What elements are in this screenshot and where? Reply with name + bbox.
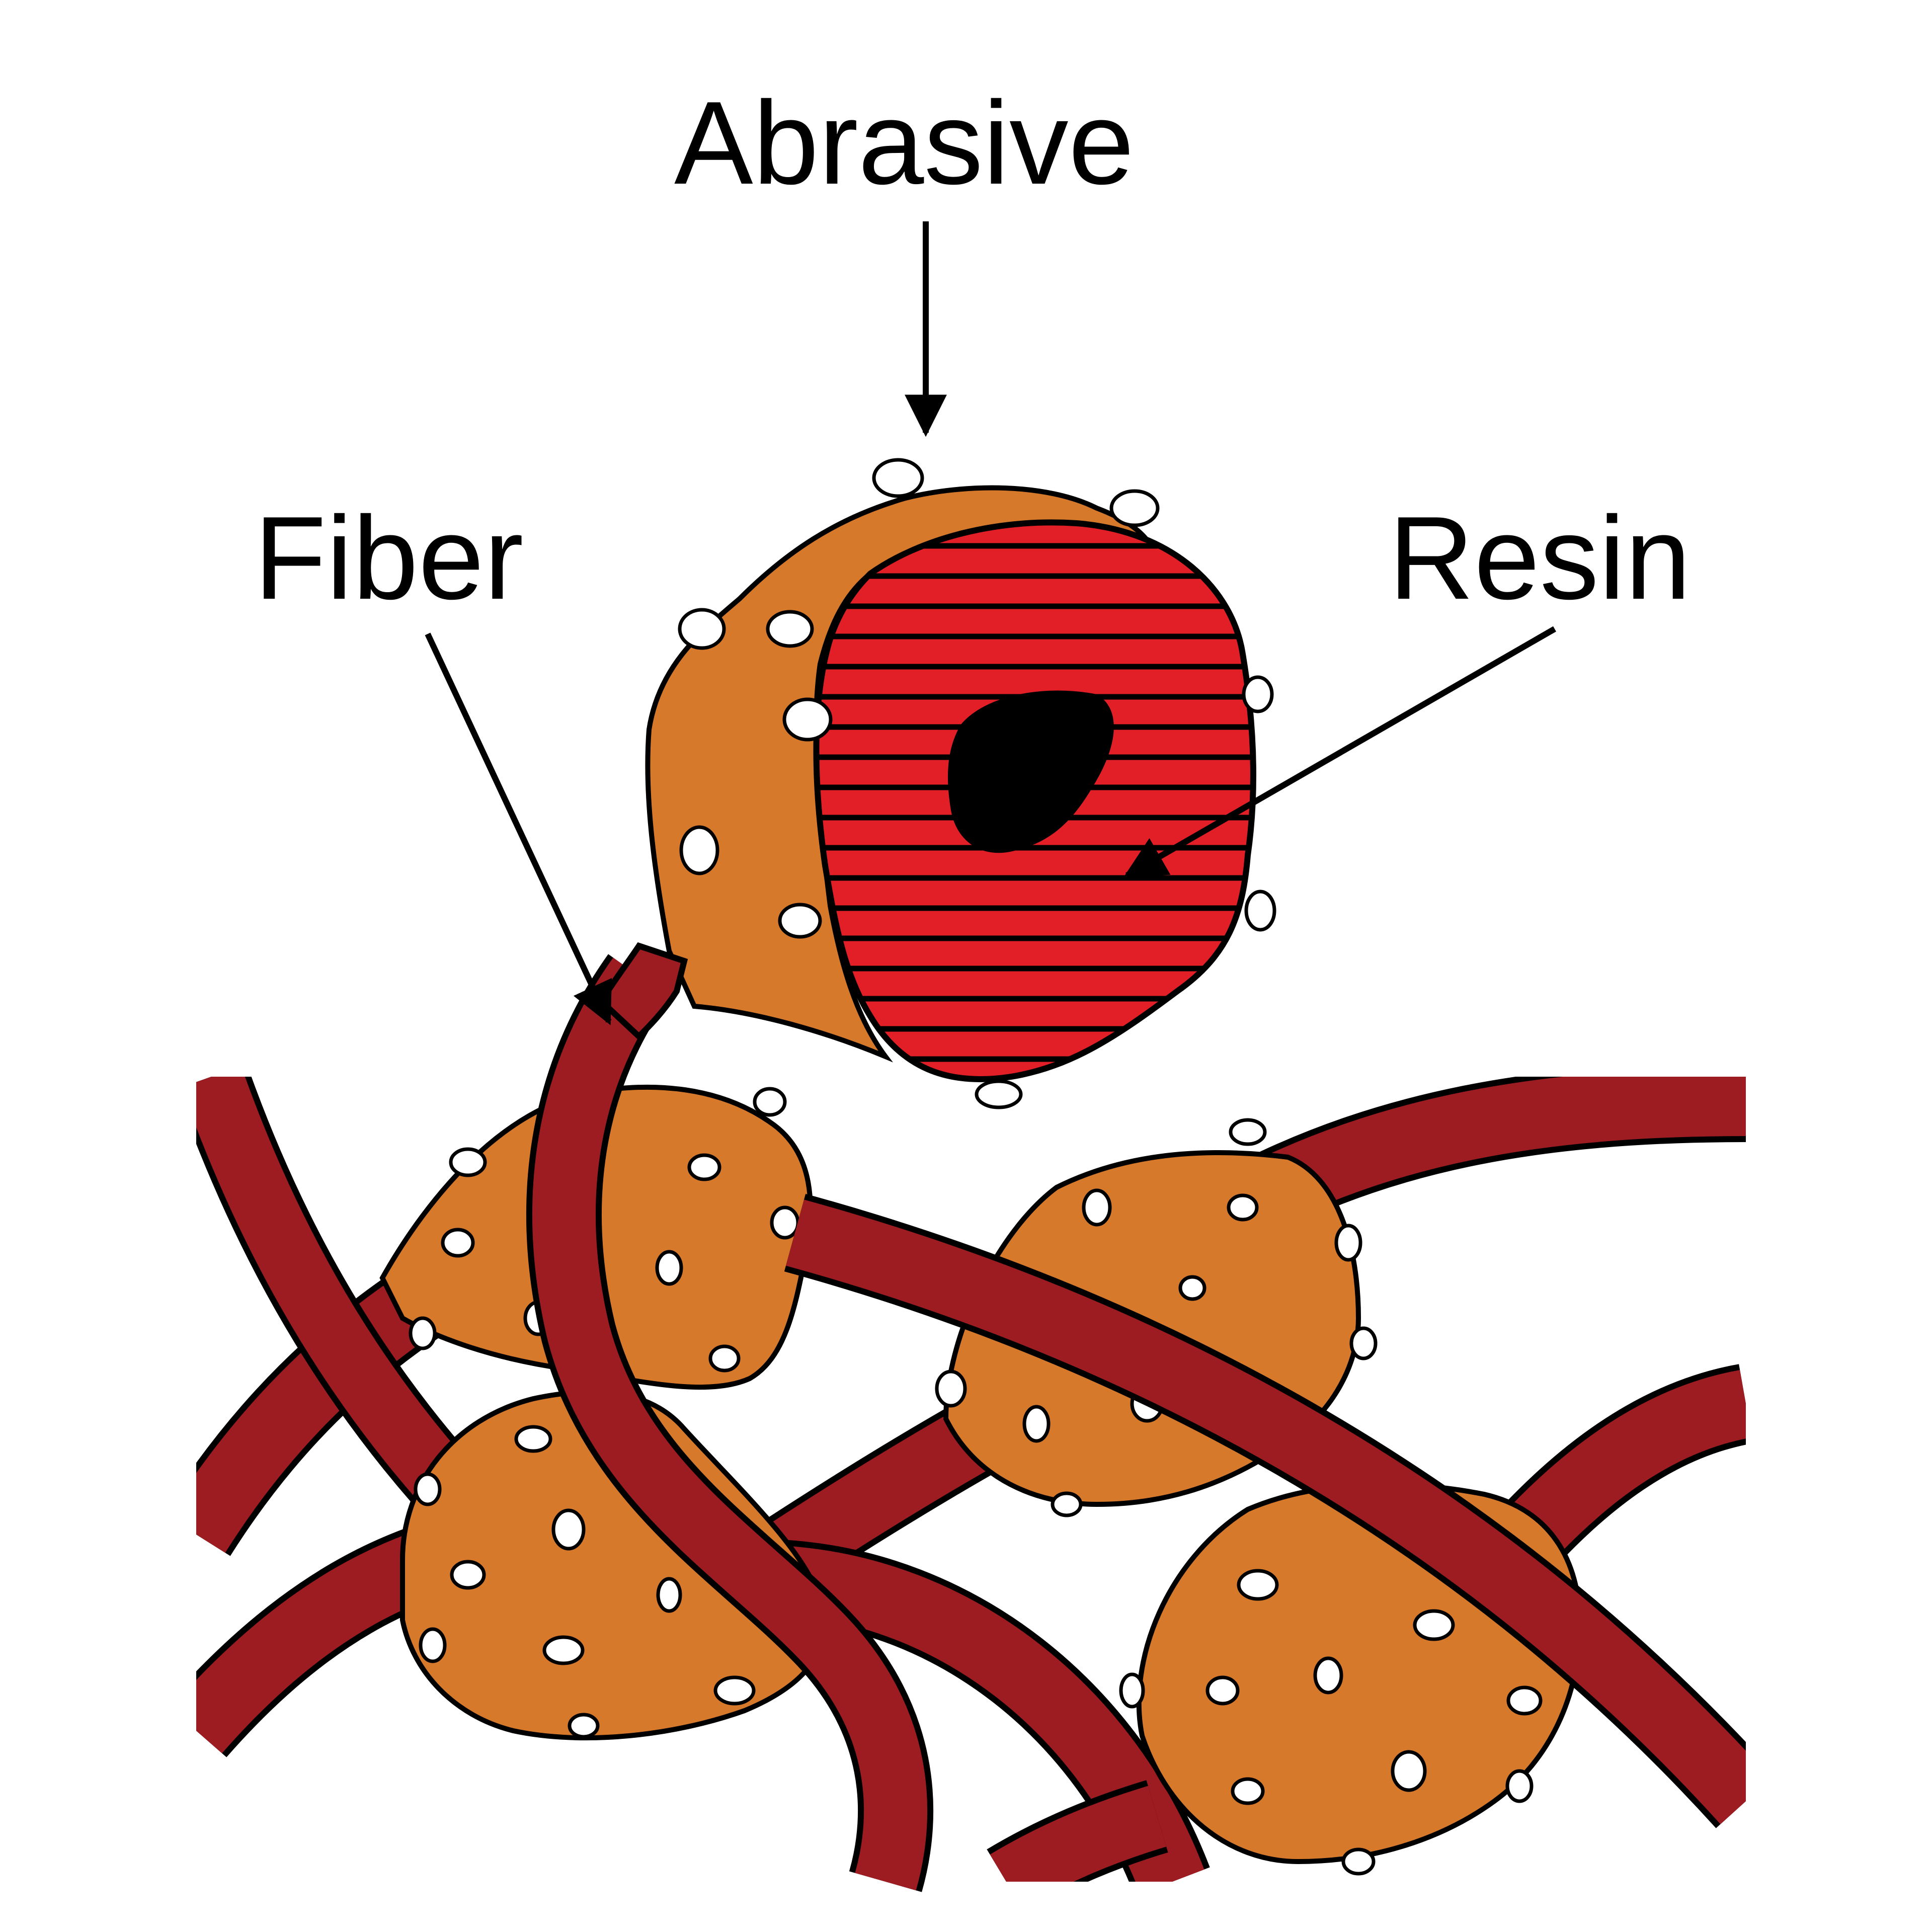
fiber-arrow	[425, 632, 612, 1025]
label-fiber-group: Fiber	[254, 492, 612, 1025]
label-abrasive-group: Abrasive	[674, 76, 1134, 437]
label-fiber: Fiber	[254, 492, 523, 624]
resin-arrow	[1123, 626, 1556, 878]
coating-abrasive-grains	[678, 458, 1276, 1109]
resin-section	[813, 519, 1256, 1082]
foreground-fibers	[784, 1193, 1746, 1828]
fiber-strand-bottom-short	[987, 1780, 1168, 1882]
abrasive-grains	[414, 1425, 756, 1739]
label-resin-group: Resin	[1123, 492, 1691, 878]
label-resin: Resin	[1389, 492, 1691, 624]
fiber-strand-upper-right-arc	[1240, 1077, 1746, 1234]
fiber-stub-cap	[597, 942, 688, 1041]
label-abrasive: Abrasive	[674, 76, 1134, 209]
fiber-strand-long-diagonal	[784, 1193, 1746, 1828]
fiber-mat	[196, 1077, 1746, 1882]
main-fiber-strand	[526, 954, 934, 1892]
coated-fiber-particle	[597, 458, 1276, 1109]
fiber-core	[948, 690, 1114, 853]
